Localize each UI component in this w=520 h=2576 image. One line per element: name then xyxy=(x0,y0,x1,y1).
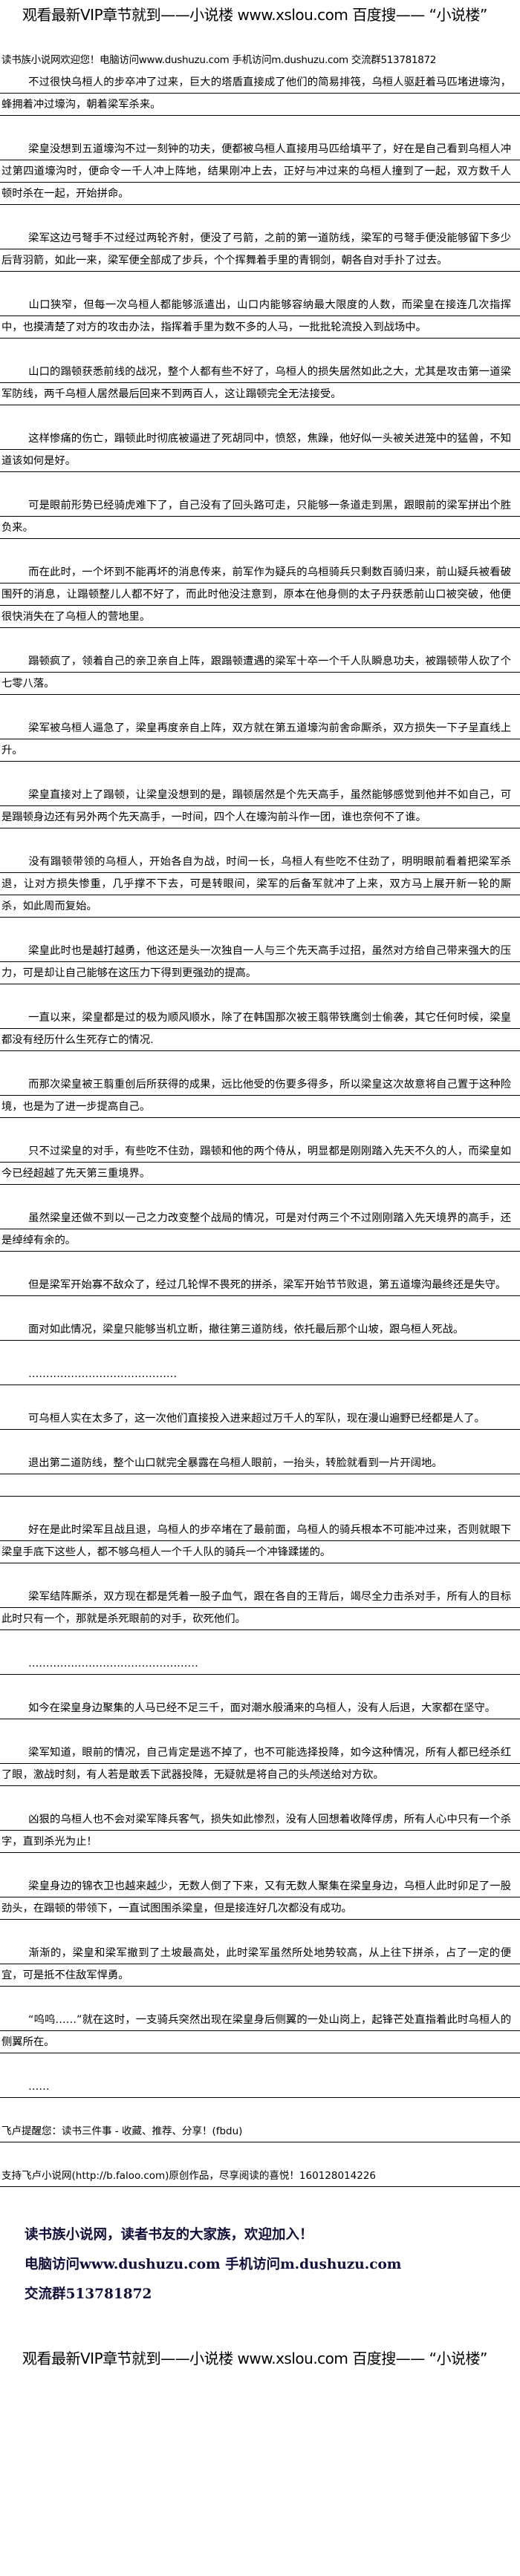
paragraph-text: 只不过梁皇的对手，有些吃不住劲，蹋顿和他的两个侍从，明显都是刚刚踏入先天不久的人… xyxy=(1,1145,511,1180)
paragraph: 这样惨痛的伤亡，蹋顿此时彻底被逼进了死胡同中，愤怒，焦躁，他好似一头被关进笼中的… xyxy=(0,428,520,472)
paragraph: 梁皇身边的锦衣卫也越来越少，无数人倒了下来，又有无数人聚集在梁皇身边，乌桓人此时… xyxy=(0,1875,520,1920)
paragraph-text: 梁皇身边的锦衣卫也越来越少，无数人倒了下来，又有无数人聚集在梁皇身边，乌桓人此时… xyxy=(1,1880,511,1915)
paragraph-text: 而在此时，一个坏到不能再坏的消息传来，前军作为疑兵的乌桓骑兵只剩数百骑归来，前山… xyxy=(1,566,511,623)
paragraph: 但是梁军开始寡不敌众了，经过几轮悍不畏死的拼杀，梁军开始节节败退，第五道壕沟最终… xyxy=(0,1274,520,1296)
paragraph: 渐渐的，梁皇和梁军撤到了土坡最高处，此时梁军虽然所处地势较高，从上往下拼杀，占了… xyxy=(0,1942,520,1987)
chapter-content: 不过很快乌桓人的步卒冲了过来，巨大的塔盾直接成了他们的简易排筏，乌桓人驱赶着马匹… xyxy=(0,71,520,2098)
paragraph: 不过很快乌桓人的步卒冲了过来，巨大的塔盾直接成了他们的简易排筏，乌桓人驱赶着马匹… xyxy=(0,71,520,116)
reading-reminder: 飞卢提醒您：读书三件事 - 收藏、推荐、分享！(fbdu) xyxy=(0,2120,520,2142)
paragraph-text: 梁皇此时也是越打越勇，他这还是头一次独自一人与三个先天高手过招，虽然对方给自己带… xyxy=(1,945,511,979)
paragraph-text: 如今在梁皇身边聚集的人马已经不足三千，面对潮水般涌来的乌桓人，没有人后退，大家都… xyxy=(28,1702,496,1714)
paragraph-text: 梁军结阵厮杀，双方现在都是凭着一股子血气，跟在各自的王背后，竭尽全力击杀对手，所… xyxy=(1,1591,511,1625)
paragraph: 如今在梁皇身边聚集的人马已经不足三千，面对潮水般涌来的乌桓人，没有人后退，大家都… xyxy=(0,1697,520,1719)
paragraph-text: 梁军被乌桓人逼急了，梁皇再度亲自上阵，双方就在第五道壕沟前舍命厮杀，双方损失一下… xyxy=(1,722,511,756)
promo-access-links: 电脑访问www.dushuzu.com 手机访问m.dushuzu.com xyxy=(25,2257,402,2272)
paragraph-text: …… xyxy=(28,2081,50,2093)
paragraph: 可是眼前形势已经骑虎难下了，自己没有了回头路可走，只能够一条道走到黑，跟眼前的梁… xyxy=(0,494,520,539)
paragraph: 面对如此情况，梁皇只能够当机立断，撤往第三道防线，依托最后那个山坡，跟乌桓人死战… xyxy=(0,1318,520,1341)
paragraph-text: 这样惨痛的伤亡，蹋顿此时彻底被逼进了死胡同中，愤怒，焦躁，他好似一头被关进笼中的… xyxy=(1,433,511,467)
paragraph: 没有蹋顿带领的乌桓人，开始各自为战，时间一长，乌桓人有些吃不住劲了，明明眼前看着… xyxy=(0,851,520,918)
paragraph-text: 渐渐的，梁皇和梁军撤到了土坡最高处，此时梁军虽然所处地势较高，从上往下拼杀，占了… xyxy=(1,1947,511,1981)
paragraph: 只不过梁皇的对手，有些吃不住劲，蹋顿和他的两个侍从，明显都是刚刚踏入先天不久的人… xyxy=(0,1140,520,1185)
paragraph-text: 没有蹋顿带领的乌桓人，开始各自为战，时间一长，乌桓人有些吃不住劲了，明明眼前看着… xyxy=(1,856,511,912)
paragraph: 虽然梁皇还做不到以一己之力改变整个战局的情况，可是对付两三个不过刚刚踏入先天境界… xyxy=(0,1207,520,1252)
paragraph-text: 可是眼前形势已经骑虎难下了，自己没有了回头路可走，只能够一条道走到黑，跟眼前的梁… xyxy=(1,500,511,534)
paragraph: 梁军这边弓弩手不过经过两轮齐射，便没了弓箭，之前的第一道防线，梁军的弓弩手便没能… xyxy=(0,227,520,272)
paragraph-text: 好在是此时梁军且战且退，乌桓人的步卒堵在了最前面，乌桓人的骑兵根本不可能冲过来，… xyxy=(1,1524,511,1558)
paragraph: 山口的蹋顿获悉前线的战况，整个人都有些不好了，乌桓人的损失居然如此之大，尤其是攻… xyxy=(0,361,520,405)
paragraph: 而那次梁皇被王翦重创后所获得的成果，远比他受的伤要多得多，所以梁皇这次故意将自己… xyxy=(0,1073,520,1118)
paragraph: 梁军被乌桓人逼急了，梁皇再度亲自上阵，双方就在第五道壕沟前舍命厮杀，双方损失一下… xyxy=(0,717,520,762)
paragraph-text: “呜呜……”就在这时，一支骑兵突然出现在梁皇身后侧翼的一处山岗上，起锋芒处直指着… xyxy=(1,2014,511,2048)
promo-block: 读书族小说网，读者书友的大家族，欢迎加入！ 电脑访问www.dushuzu.co… xyxy=(0,2220,520,2309)
paragraph-text: 不过很快乌桓人的步卒冲了过来，巨大的塔盾直接成了他们的简易排筏，乌桓人驱赶着马匹… xyxy=(1,76,511,111)
paragraph: 凶狠的乌桓人也不会对梁军降兵客气，损失如此惨烈，没有人回想着收降俘虏，所有人心中… xyxy=(0,1808,520,1853)
paragraph: 梁皇没想到五道壕沟不过一刻钟的功夫，便都被乌桓人直接用马匹给填平了，好在是自己看… xyxy=(0,138,520,205)
paragraph: 一直以来，梁皇都是过的极为顺风顺水，除了在韩国那次被王翦带铁鹰剑士偷袭，其它任何… xyxy=(0,1007,520,1051)
promo-welcome: 读书族小说网，读者书友的大家族，欢迎加入！ xyxy=(25,2227,313,2243)
paragraph: 梁军结阵厮杀，双方现在都是凭着一股子血气，跟在各自的王背后，竭尽全力击杀对手，所… xyxy=(0,1586,520,1630)
paragraph-text: 梁皇没想到五道壕沟不过一刻钟的功夫，便都被乌桓人直接用马匹给填平了，好在是自己看… xyxy=(1,143,511,200)
paragraph-text: 可乌桓人实在太多了，这一次他们直接投入进来超过万千人的军队，现在漫山遍野已经都是… xyxy=(28,1413,485,1425)
paragraph-text: 梁军这边弓弩手不过经过两轮齐射，便没了弓箭，之前的第一道防线，梁军的弓弩手便没能… xyxy=(1,232,511,267)
paragraph-text: 凶狠的乌桓人也不会对梁军降兵客气，损失如此惨烈，没有人回想着收降俘虏，所有人心中… xyxy=(1,1814,511,1848)
paragraph-text: 退出第二道防线，整个山口就完全暴露在乌桓人眼前，一抬头，转脸就看到一片开阔地。 xyxy=(28,1457,443,1469)
paragraph-text: 蹋顿疯了，领着自己的亲卫亲自上阵，跟蹋顿遭遇的梁军十卒一个千人队瞬息功夫，被蹋顿… xyxy=(1,656,511,690)
paragraph: 梁皇此时也是越打越勇，他这还是头一次独自一人与三个先天高手过招，虽然对方给自己带… xyxy=(0,940,520,984)
paragraph: 好在是此时梁军且战且退，乌桓人的步卒堵在了最前面，乌桓人的骑兵根本不可能冲过来，… xyxy=(0,1519,520,1563)
footer-banner: 观看最新VIP章节就到——小说楼 www.xslou.com 百度搜—— “小说… xyxy=(22,2350,487,2367)
paragraph: 梁军知道，眼前的情况，自己肯定是逃不掉了，也不可能选择投降，如今这种情况，所有人… xyxy=(0,1742,520,1786)
paragraph-text: …………………………………… xyxy=(28,1368,178,1380)
paragraph: 退出第二道防线，整个山口就完全暴露在乌桓人眼前，一抬头，转脸就看到一片开阔地。 xyxy=(0,1452,520,1497)
site-greeting: 读书族小说网欢迎您！电脑访问www.dushuzu.com 手机访问m.dush… xyxy=(1,54,437,66)
paragraph: …………………………………… xyxy=(0,1363,520,1385)
promo-group: 交流群513781872 xyxy=(25,2286,152,2302)
paragraph: “呜呜……”就在这时，一支骑兵突然出现在梁皇身后侧翼的一处山岗上，起锋芒处直指着… xyxy=(0,2009,520,2053)
paragraph: 梁皇直接对上了蹋顿，让梁皇没想到的是，蹋顿居然是个先天高手，虽然能够感觉到他并不… xyxy=(0,784,520,828)
paragraph-text: 虽然梁皇还做不到以一己之力改变整个战局的情况，可是对付两三个不过刚刚踏入先天境界… xyxy=(1,1212,511,1246)
paragraph: 蹋顿疯了，领着自己的亲卫亲自上阵，跟蹋顿遭遇的梁军十卒一个千人队瞬息功夫，被蹋顿… xyxy=(0,650,520,695)
paragraph-text: 山口的蹋顿获悉前线的战况，整个人都有些不好了，乌桓人的损失居然如此之大，尤其是攻… xyxy=(1,366,511,400)
paragraph: 而在此时，一个坏到不能再坏的消息传来，前军作为疑兵的乌桓骑兵只剩数百骑归来，前山… xyxy=(0,561,520,628)
paragraph: 可乌桓人实在太多了，这一次他们直接投入进来超过万千人的军队，现在漫山遍野已经都是… xyxy=(0,1408,520,1430)
paragraph-text: 但是梁军开始寡不敌众了，经过几轮悍不畏死的拼杀，梁军开始节节败退，第五道壕沟最终… xyxy=(28,1279,507,1291)
paragraph-text: 梁皇直接对上了蹋顿，让梁皇没想到的是，蹋顿居然是个先天高手，虽然能够感觉到他并不… xyxy=(1,789,511,823)
paragraph-text: ………………………………………… xyxy=(28,1658,198,1670)
paragraph-text: 而那次梁皇被王翦重创后所获得的成果，远比他受的伤要多得多，所以梁皇这次故意将自己… xyxy=(1,1079,511,1113)
paragraph: ………………………………………… xyxy=(0,1653,520,1675)
header-banner: 观看最新VIP章节就到——小说楼 www.xslou.com 百度搜—— “小说… xyxy=(22,6,487,24)
paragraph: 山口狭窄，但每一次乌桓人都能够派遣出，山口内能够容纳最大限度的人数，而梁皇在接连… xyxy=(0,294,520,339)
paragraph-text: 面对如此情况，梁皇只能够当机立断，撤往第三道防线，依托最后那个山坡，跟乌桓人死战… xyxy=(28,1324,464,1336)
paragraph-text: 梁军知道，眼前的情况，自己肯定是逃不掉了，也不可能选择投降，如今这种情况，所有人… xyxy=(1,1747,511,1781)
support-note: 支持飞卢小说网(http://b.faloo.com)原创作品，尽享阅读的喜悦！… xyxy=(0,2165,520,2187)
paragraph-text: 一直以来，梁皇都是过的极为顺风顺水，除了在韩国那次被王翦带铁鹰剑士偷袭，其它任何… xyxy=(1,1012,511,1046)
paragraph: …… xyxy=(0,2076,520,2098)
paragraph-text: 山口狭窄，但每一次乌桓人都能够派遣出，山口内能够容纳最大限度的人数，而梁皇在接连… xyxy=(1,299,511,333)
